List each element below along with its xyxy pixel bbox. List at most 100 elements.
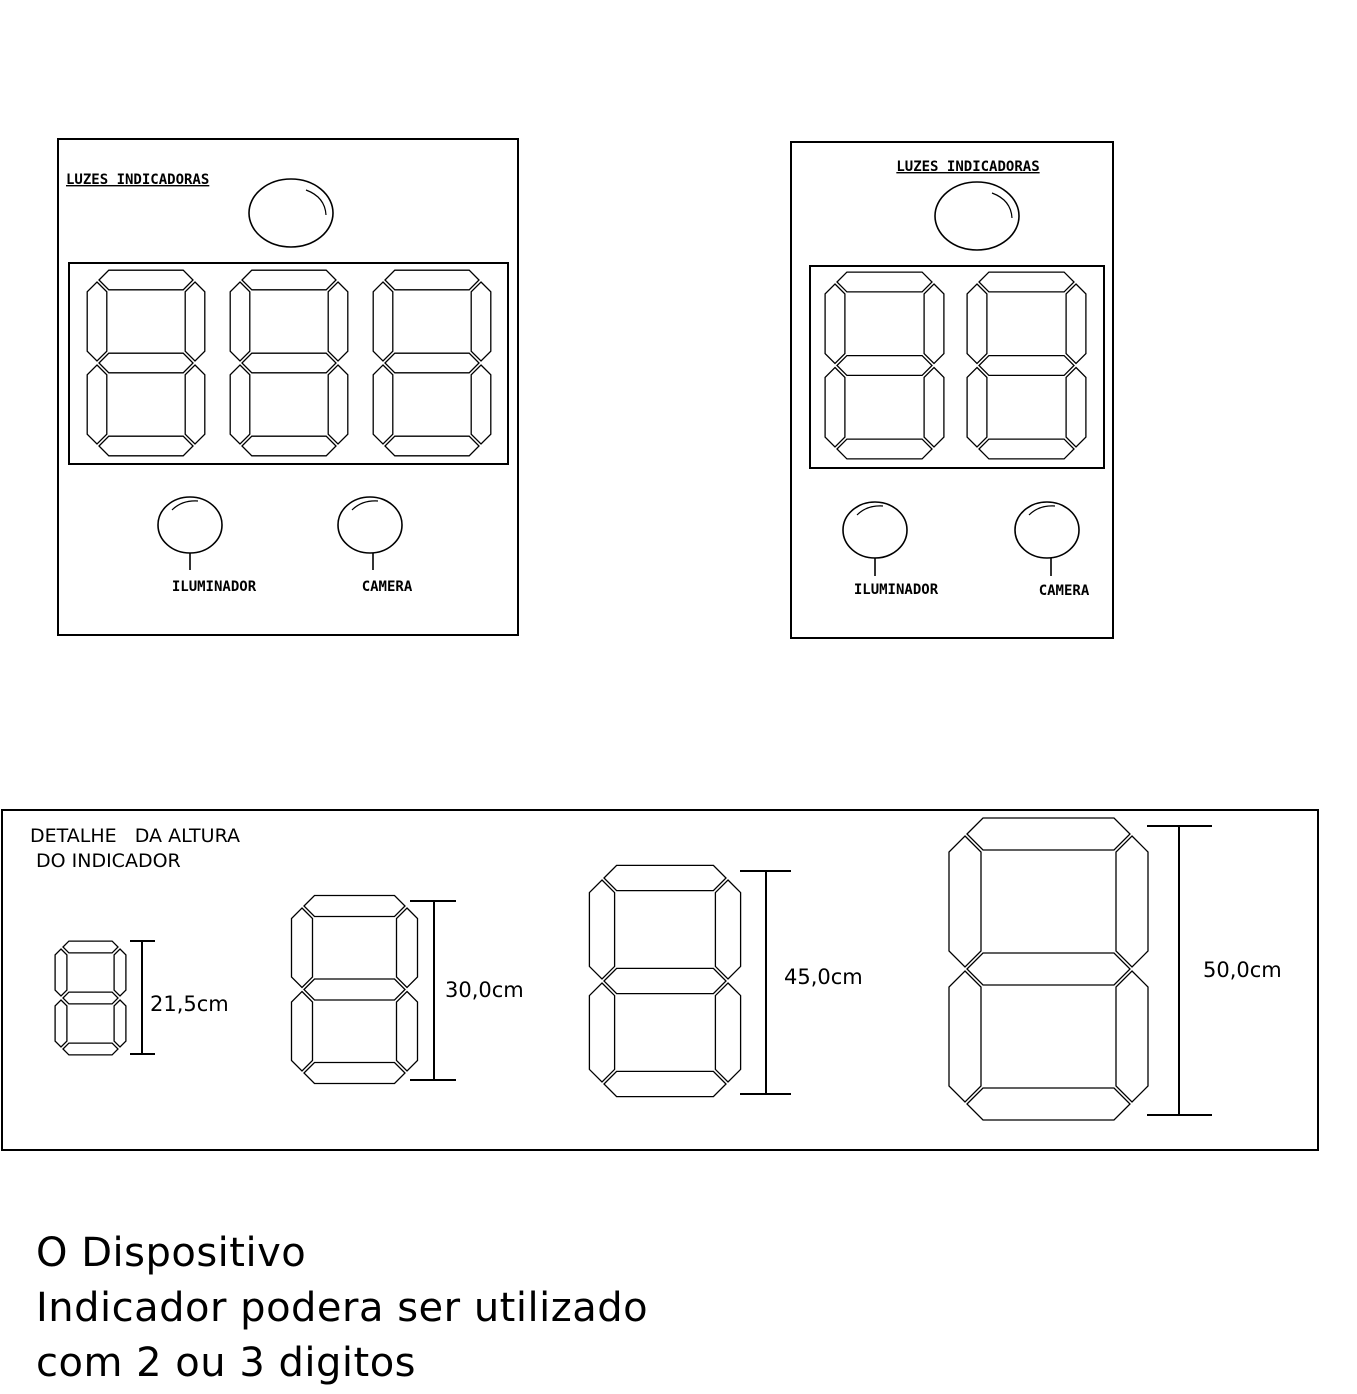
segment-e [54, 999, 68, 1048]
top-indicator-light [248, 178, 334, 248]
segment-f [290, 907, 314, 989]
segment-d [62, 1042, 119, 1056]
segment-f [588, 879, 616, 980]
caption-line: O Dispositivo [36, 1230, 307, 1276]
iluminador-light [157, 496, 223, 570]
segment-e [588, 982, 616, 1083]
detail-title-line2: DO INDICADOR [36, 850, 181, 872]
seven-segment-digit [54, 940, 127, 1056]
segment-f [948, 835, 982, 968]
segment-f [372, 281, 394, 362]
segment-f [54, 948, 68, 997]
segment-a [98, 269, 194, 291]
segment-c [113, 999, 127, 1048]
caption: O Dispositivo Indicador podera ser utili… [36, 1226, 648, 1391]
digit-group [824, 271, 1087, 460]
segment-e [948, 970, 982, 1103]
panel-title: LUZES INDICADORAS [66, 172, 209, 188]
dimension-line-45-0 [740, 870, 791, 1095]
segment-b [923, 283, 945, 365]
seven-segment-digit [588, 864, 742, 1098]
segment-f [229, 281, 251, 362]
seven-segment-digit [372, 269, 492, 457]
segment-a [303, 894, 406, 918]
dimension-line-30-0 [410, 900, 456, 1081]
caption-line: Indicador podera ser utilizado [36, 1285, 649, 1331]
seven-segment-digit [290, 894, 419, 1085]
segment-f [86, 281, 108, 362]
segment-e [290, 990, 314, 1072]
segment-b [714, 879, 742, 980]
segment-e [966, 366, 988, 448]
segment-g [836, 354, 933, 377]
iluminador-label: ILUMINADOR [172, 579, 257, 595]
segment-e [86, 364, 108, 445]
segment-g [241, 352, 337, 374]
segment-a [966, 817, 1131, 851]
segment-b [395, 907, 419, 989]
segment-g [978, 354, 1075, 377]
segment-g [384, 352, 480, 374]
top-indicator-light [934, 181, 1020, 251]
segment-c [714, 982, 742, 1083]
segment-d [836, 438, 933, 460]
segment-c [1115, 970, 1149, 1103]
segment-d [303, 1061, 406, 1085]
segment-f [966, 283, 988, 365]
segment-g [603, 967, 727, 995]
segment-b [184, 281, 206, 362]
segment-d [978, 438, 1075, 460]
segment-d [384, 435, 480, 457]
segment-g [303, 978, 406, 1001]
caption-line: com 2 ou 3 digitos [36, 1340, 417, 1386]
segment-c [327, 364, 349, 445]
segment-d [603, 1070, 727, 1098]
camera-label: CAMERA [362, 579, 413, 595]
iluminador-label: ILUMINADOR [854, 582, 939, 598]
segment-b [327, 281, 349, 362]
digit-window [68, 262, 509, 465]
height-label-50-0: 50,0cm [1203, 958, 1282, 982]
segment-b [1115, 835, 1149, 968]
camera-light [337, 496, 403, 570]
segment-d [241, 435, 337, 457]
segment-g [966, 952, 1131, 986]
segment-c [1065, 366, 1087, 448]
segment-d [98, 435, 194, 457]
segment-b [1065, 283, 1087, 365]
panel-2-digits [790, 141, 1114, 639]
panel-3-digits [57, 138, 519, 636]
height-label-45-0: 45,0cm [784, 965, 863, 989]
segment-g [62, 991, 119, 1005]
camera-label: CAMERA [1039, 583, 1090, 599]
detail-frame [1, 809, 1319, 1151]
height-label-21-5: 21,5cm [150, 992, 229, 1016]
panel-frame [790, 141, 1114, 639]
seven-segment-digit [86, 269, 206, 457]
iluminador-light [842, 501, 908, 576]
segment-a [241, 269, 337, 291]
height-detail [1, 809, 1319, 1151]
segment-a [62, 940, 119, 954]
panel-title: LUZES INDICADORAS [896, 159, 1039, 175]
segment-a [384, 269, 480, 291]
segment-d [966, 1087, 1131, 1121]
segment-c [923, 366, 945, 448]
segment-a [978, 271, 1075, 293]
seven-segment-digit [824, 271, 945, 460]
height-label-30-0: 30,0cm [445, 978, 524, 1002]
dimension-line-50-0 [1147, 825, 1212, 1116]
detail-title: DETALHE DA ALTURA [30, 825, 240, 847]
digit-group [86, 269, 492, 457]
segment-b [113, 948, 127, 997]
digit-group [54, 817, 1149, 1121]
seven-segment-digit [229, 269, 349, 457]
segment-e [229, 364, 251, 445]
segment-b [470, 281, 492, 362]
segment-c [184, 364, 206, 445]
panel-frame [57, 138, 519, 636]
camera-light [1014, 501, 1080, 576]
seven-segment-digit [966, 271, 1087, 460]
segment-c [395, 990, 419, 1072]
